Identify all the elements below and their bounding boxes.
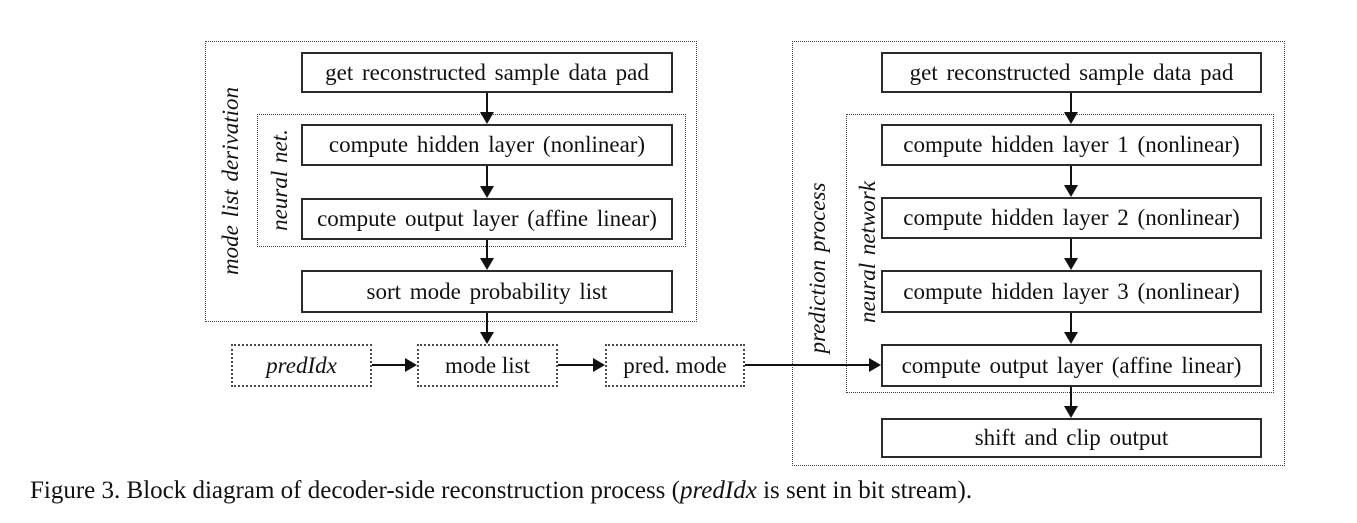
- box-compute-output-layer-right: compute output layer (affine linear): [881, 344, 1262, 387]
- box-compute-hidden-layer-2: compute hidden layer 2 (nonlinear): [881, 197, 1262, 239]
- group-label-neural-network: neural network: [855, 181, 880, 323]
- box-pred-mode: pred. mode: [605, 344, 745, 387]
- box-mode-list: mode list: [417, 344, 558, 387]
- box-sort-mode-probability-list: sort mode probability list: [301, 270, 673, 313]
- group-neural-network: [846, 114, 1274, 393]
- box-get-sample-data-pad-left: get reconstructed sample data pad: [301, 52, 673, 93]
- down-arrow: [480, 240, 494, 270]
- box-predidx: predIdx: [231, 344, 372, 387]
- down-arrow: [1064, 387, 1078, 418]
- down-arrow: [480, 93, 494, 124]
- down-arrow: [1064, 239, 1078, 270]
- right-arrow: [558, 358, 605, 372]
- down-arrow: [480, 313, 494, 344]
- down-arrow: [1064, 93, 1078, 124]
- right-arrow: [372, 358, 417, 372]
- group-label-prediction-process: prediction process: [805, 182, 830, 354]
- box-get-sample-data-pad-right: get reconstructed sample data pad: [881, 52, 1262, 93]
- group-mode-list-derivation: [205, 41, 697, 322]
- figure-caption-predidx: predIdx: [680, 477, 757, 504]
- box-compute-hidden-layer-1: compute hidden layer 1 (nonlinear): [881, 124, 1262, 166]
- box-compute-hidden-layer: compute hidden layer (nonlinear): [301, 124, 673, 166]
- group-neural-net: [257, 114, 686, 247]
- figure-caption-suffix: is sent in bit stream).: [756, 477, 973, 504]
- group-label-mode-list-derivation: mode list derivation: [218, 87, 243, 275]
- figure-caption-text: Figure 3. Block diagram of decoder-side …: [30, 477, 680, 504]
- down-arrow: [480, 166, 494, 198]
- down-arrow: [1064, 166, 1078, 197]
- box-shift-and-clip-output: shift and clip output: [881, 418, 1262, 458]
- right-arrow: [745, 358, 881, 372]
- box-compute-hidden-layer-3: compute hidden layer 3 (nonlinear): [881, 270, 1262, 313]
- group-label-neural-net: neural net.: [267, 129, 292, 231]
- down-arrow: [1064, 313, 1078, 344]
- group-prediction-process: [792, 41, 1285, 466]
- figure-caption: Figure 3. Block diagram of decoder-side …: [30, 477, 972, 505]
- box-compute-output-layer-left: compute output layer (affine linear): [301, 198, 673, 240]
